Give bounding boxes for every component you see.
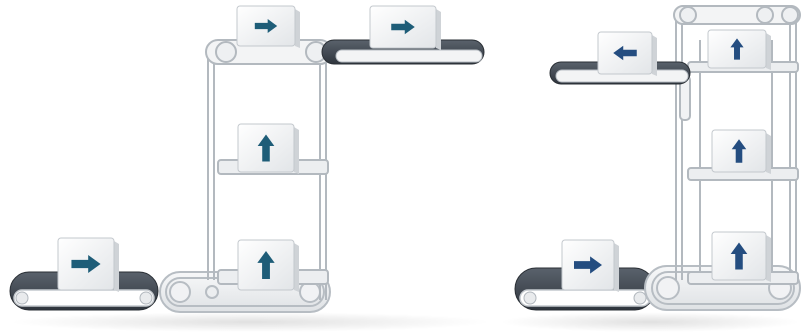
box-left-out [370,6,441,50]
box-left-lift-bottom [238,240,299,292]
box-left-lift-top [237,6,300,48]
box-right-lift-bottom [712,232,771,282]
box-right-out [598,32,657,76]
box-right-lift-middle [712,130,771,174]
box-left-in [58,238,119,292]
box-right-in [562,240,619,292]
box-right-lift-top [708,30,771,70]
box-left-lift-middle [238,124,299,174]
